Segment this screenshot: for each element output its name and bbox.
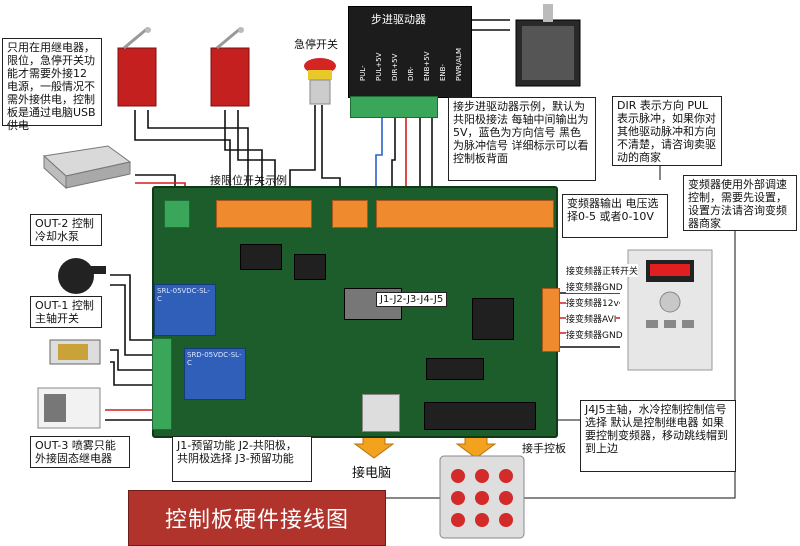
driver-pin-label: DIR+5V: [391, 53, 399, 81]
board-terminal-vfd: [542, 288, 560, 352]
board-terminal-out: [152, 338, 172, 430]
note-vfd-speed: 变频器使用外部调速控制，需要先设置，设置方法请咨询变频器商家: [683, 175, 797, 231]
note-j4j5: J4J5主轴，水冷控制控制信号选择 默认是控制继电器 如果要控制变频器，移动跳线…: [580, 400, 736, 472]
estop-switch: [300, 54, 340, 106]
driver-pin-label: PUL-: [359, 65, 367, 81]
note-vfd-output: 变频器输出 电压选择0-5 或者0-10V: [562, 194, 668, 238]
vfd-pin-label: 接变频器12v: [566, 296, 619, 309]
board-chip-5: [426, 358, 484, 380]
note-out1: OUT-1 控制主轴开关: [30, 296, 102, 328]
spindle-relay: [44, 332, 110, 372]
board-terminal-power: [164, 200, 190, 228]
stepper-driver-label: 步进驱动器: [371, 13, 426, 26]
jumper-label: J1-J2-J3-J4-J5: [376, 292, 448, 307]
vfd-pin-label: 接变频器GND: [566, 328, 623, 341]
vfd-drive: [624, 246, 716, 374]
stepper-motor: [510, 2, 586, 90]
limit-example-label: 接限位开关示例: [210, 174, 287, 187]
power-supply: [38, 142, 134, 192]
board-terminal-estop: [332, 200, 368, 228]
note-driver-example: 接步进驱动器示例，默认为共阳极接法 每轴中间输出为5V，蓝色为方向信号 黑色为脉…: [448, 97, 596, 181]
relay-1: SRL-05VDC-SL-C: [154, 284, 216, 336]
vfd-pin-label: 接变频器AVI: [566, 312, 617, 325]
vfd-pin-labels: 接变频器正转开关接变频器GND 接变频器12v 接变频器AVI 接变频器GND: [566, 264, 639, 360]
limit-switch-1: [112, 26, 162, 110]
board-chip-1: [240, 244, 282, 270]
to-pendant-label: 接手控板: [522, 442, 566, 455]
pendant-header: [424, 402, 536, 430]
limit-switch-2: [205, 26, 255, 110]
to-pc-label: 接电脑: [352, 466, 392, 481]
stepper-driver: 步进驱动器 PUL- PUL+5V DIR+5V DIR- ENB+5V ENB- PWR/…: [348, 6, 472, 98]
relay-2-text: SRD-05VDC-SL-C: [187, 351, 242, 367]
driver-pin-labels: PUL- PUL+5V DIR+5V DIR- ENB+5V ENB- PWR/ALM: [353, 31, 467, 93]
note-relay-power: 只用在用继电器，限位，急停开关功能才需要外接12电源，一般情况不需外接供电，控制…: [2, 38, 102, 132]
board-terminal-limit: [216, 200, 312, 228]
driver-pin-label: PUL+5V: [375, 52, 383, 81]
relay-1-text: SRL-05VDC-SL-C: [157, 287, 210, 303]
estop-label: 急停开关: [294, 38, 338, 51]
solid-state-relay: [34, 384, 104, 432]
board-terminal-driver: [376, 200, 554, 228]
driver-pin-label: ENB+5V: [423, 51, 431, 81]
hand-pendant: [436, 452, 528, 542]
note-jumper-func: J1-预留功能 J2-共阳极，共阴极选择 J3-预留功能: [172, 436, 312, 482]
vfd-pin-label: 接变频器GND: [566, 280, 623, 293]
driver-pin-label: PWR/ALM: [455, 47, 463, 81]
relay-2: SRD-05VDC-SL-C: [184, 348, 246, 400]
page-title: 控制板硬件接线图: [128, 490, 386, 546]
water-pump: [50, 252, 110, 296]
driver-pin-label: ENB-: [439, 64, 447, 81]
vfd-pin-label: 接变频器正转开关: [566, 264, 639, 277]
board-chip-4: [472, 298, 514, 340]
driver-pin-label: DIR-: [407, 66, 415, 81]
note-out2: OUT-2 控制冷却水泵: [30, 214, 102, 246]
usb-port: [362, 394, 400, 432]
board-chip-2: [294, 254, 326, 280]
control-board: SRL-05VDC-SL-C SRD-05VDC-SL-C J1-J2-J3-J…: [152, 186, 560, 438]
note-dir-pul: DIR 表示方向 PUL 表示脉冲，如果你对其他驱动脉冲和方向不清楚，请咨询卖驱…: [612, 96, 722, 166]
note-out3: OUT-3 喷雾只能外接固态继电器: [30, 436, 130, 468]
driver-terminal: [350, 96, 438, 118]
